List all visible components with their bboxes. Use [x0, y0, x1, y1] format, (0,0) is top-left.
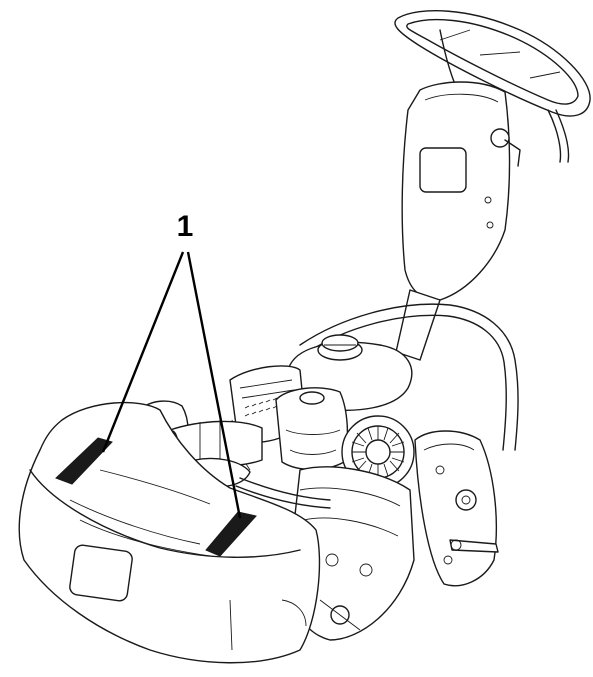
leader-line-right	[186, 251, 242, 519]
steering-wheel	[394, 10, 591, 163]
right-decal	[205, 511, 257, 557]
shroud-panel	[69, 544, 133, 602]
control-knob	[490, 128, 510, 148]
front-shroud	[18, 401, 321, 664]
leader-line-left	[101, 251, 185, 453]
column-panel	[419, 147, 467, 193]
engine-fins	[244, 395, 285, 417]
handle-frame	[299, 303, 519, 451]
right-gearbox	[414, 430, 499, 587]
oil-cap	[299, 391, 325, 405]
callout-leaders	[101, 251, 242, 519]
callout-label-1: 1	[177, 210, 194, 243]
steering-column	[395, 81, 521, 361]
